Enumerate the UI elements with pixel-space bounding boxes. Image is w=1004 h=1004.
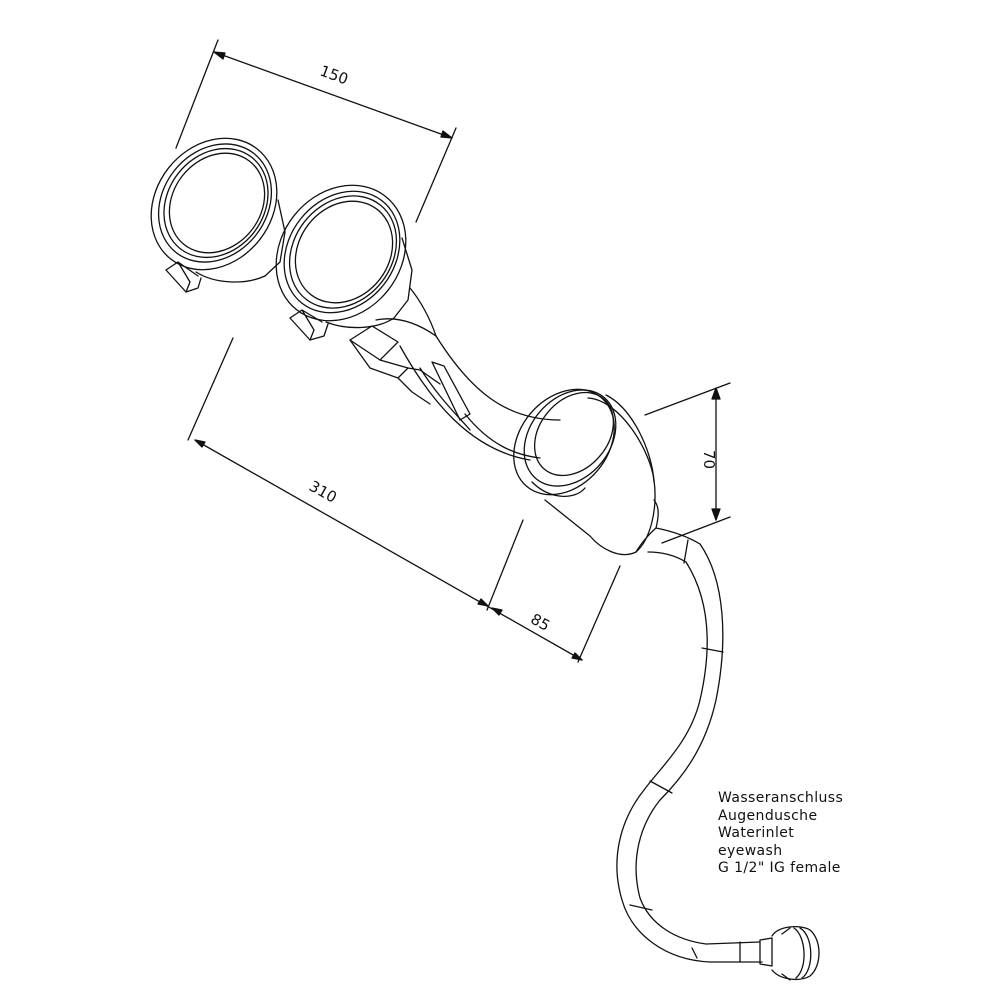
caption-line-2: Augendusche [718,807,818,824]
dimension-70-label: 70 [700,450,718,469]
dimension-70 [644,382,731,544]
flexible-hose [616,527,763,963]
hose-end-fitting [759,925,820,981]
eyewash-head-left [150,137,286,293]
dimension-310-label: 310 [306,477,340,507]
mounting-arm [349,287,561,461]
valve-body [513,388,659,556]
caption-line-5: G 1/2" IG female [718,860,841,876]
caption-line-4: eyewash [718,842,783,859]
connection-caption: Wasseranschluss Augendusche Waterinlet e… [718,790,843,878]
caption-line-3: Waterinlet [718,825,795,841]
caption-line-1: Wasseranschluss [718,790,844,806]
eyewash-head-right [275,184,413,341]
dimension-150-label: 150 [318,62,351,89]
dimension-150 [175,39,457,223]
dimension-310 [187,337,621,663]
